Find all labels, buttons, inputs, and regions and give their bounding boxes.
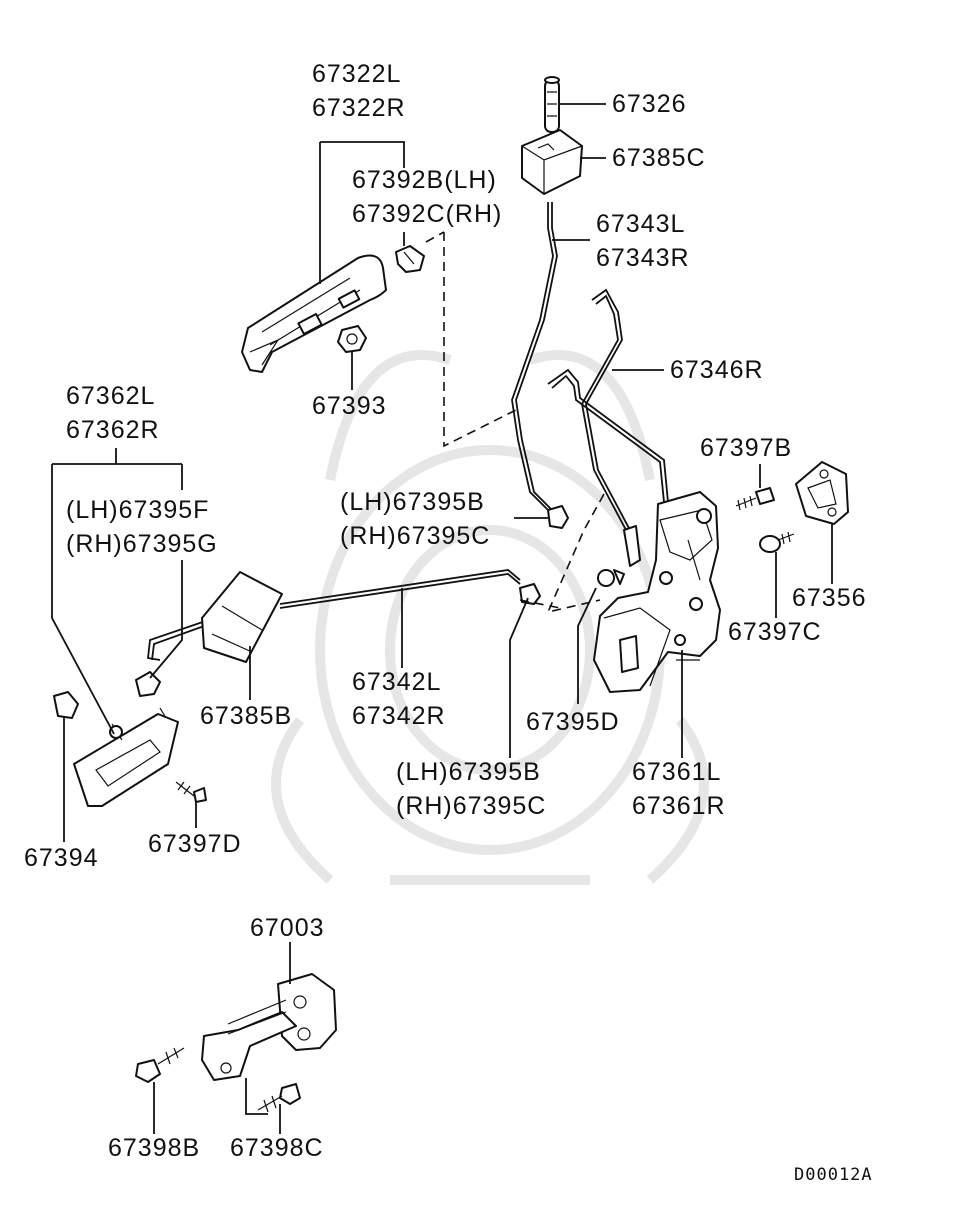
label-67397B: 67397B <box>700 434 792 462</box>
label-67395F: (LH)67395F <box>66 496 209 524</box>
label-67393: 67393 <box>312 392 387 420</box>
label-67395G: (RH)67395G <box>66 530 218 558</box>
label-67361L: 67361L <box>632 758 721 786</box>
label-67398B: 67398B <box>108 1134 200 1162</box>
nut-67393 <box>337 325 367 353</box>
rod-67342 <box>279 569 521 609</box>
label-67398C: 67398C <box>230 1134 324 1162</box>
leader-lines <box>51 103 833 1134</box>
label-67397D: 67397D <box>148 830 242 858</box>
diagram-code: D00012A <box>794 1165 873 1185</box>
bolt-67398C <box>257 1083 301 1113</box>
outside-handle <box>241 254 387 373</box>
clip-67394 <box>53 691 79 719</box>
label-67385B: 67385B <box>200 702 292 730</box>
label-67394: 67394 <box>24 844 99 872</box>
label-67003: 67003 <box>250 914 325 942</box>
label-67342L: 67342L <box>352 668 441 696</box>
bolt-67398B <box>135 1047 185 1083</box>
label-67362R: 67362R <box>66 416 160 444</box>
clip-67395B-upper <box>547 505 569 529</box>
screw-67397C <box>759 531 795 553</box>
clip-67395D <box>597 569 625 587</box>
label-67361R: 67361R <box>632 792 726 820</box>
label-67346R: 67346R <box>670 356 764 384</box>
rod-bracket-upper <box>547 368 669 503</box>
lock-cylinder-67326 <box>544 76 560 133</box>
dashed-alignment-lines <box>425 231 605 614</box>
label-67356: 67356 <box>792 584 867 612</box>
label-67343L: 67343L <box>596 210 685 238</box>
rod-67346R <box>581 288 641 567</box>
door-lock-actuator-67361 <box>593 491 721 693</box>
label-67395C-lower: (RH)67395C <box>396 792 546 820</box>
cylinder-boot-67385C <box>521 129 583 195</box>
rod-boot-67385B <box>201 571 283 663</box>
label-67397C: 67397C <box>728 618 822 646</box>
label-67326: 67326 <box>612 90 687 118</box>
label-67395B-lower: (LH)67395B <box>396 758 541 786</box>
screw-67397B <box>735 487 775 511</box>
label-67395C-upper: (RH)67395C <box>340 522 490 550</box>
label-67343R: 67343R <box>596 244 690 272</box>
label-67322L: 67322L <box>312 60 401 88</box>
label-67385C: 67385C <box>612 144 706 172</box>
inside-handle <box>73 707 179 807</box>
screw-67397D <box>175 781 207 803</box>
label-67395B-upper: (LH)67395B <box>340 488 485 516</box>
label-67362L: 67362L <box>66 382 155 410</box>
rod-67343 <box>511 202 558 511</box>
striker-67356 <box>795 461 849 525</box>
door-check-67003 <box>201 973 337 1081</box>
handle-clip-67392 <box>395 245 425 273</box>
label-67392C: 67392C(RH) <box>352 200 502 228</box>
label-67392B: 67392B(LH) <box>352 166 497 194</box>
label-67395D: 67395D <box>526 708 620 736</box>
label-67342R: 67342R <box>352 702 446 730</box>
label-67322R: 67322R <box>312 94 406 122</box>
clip-67395F <box>135 671 161 697</box>
